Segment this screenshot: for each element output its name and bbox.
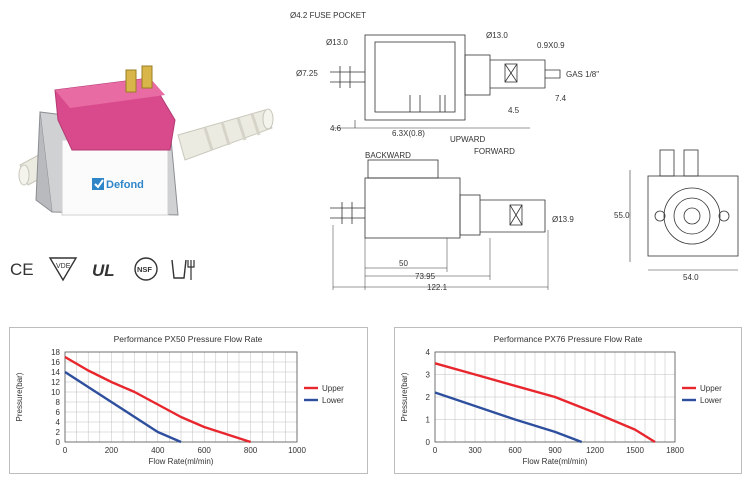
x-tick-label: 1500 [626,446,644,455]
dim-backward: BACKWARD [365,151,411,160]
plot-frame [434,351,676,443]
dim-d63: 6.3X(0.8) [392,129,425,138]
y-tick-label: 12 [51,378,60,387]
legend-label-lower: Lower [322,396,344,405]
terminal-right [141,65,153,89]
nsf-mark-icon: NSF [134,257,158,281]
chart-panel-px50: Performance PX50 Pressure Flow Rate 0 200 4… [9,327,368,474]
svg-text:VDE: VDE [56,263,71,270]
vde-mark-icon: VDE [48,257,78,282]
x-tick-label: 400 [151,446,165,455]
x-tick-label: 600 [198,446,212,455]
side-view-drawing [330,159,549,290]
y-tick-label: 14 [51,368,60,377]
y-tick-label: 4 [56,418,61,427]
ul-mark-icon: UL [92,261,115,280]
dim-d50: 50 [399,259,408,268]
dim-forward: FORWARD [474,147,515,156]
series-line-upper [64,355,251,444]
dim-d725: Ø7.25 [296,69,318,78]
end-view-drawing [629,149,739,271]
terminal-left [125,69,137,93]
dim-d13-right: Ø13.0 [486,31,508,40]
y-tick-label: 3 [426,371,431,380]
dim-fuse-pocket: Ø4.2 FUSE POCKET [290,11,366,20]
dim-gas: GAS 1/8" [566,70,599,79]
chart-title: Performance PX76 Pressure Flow Rate [494,334,643,344]
y-tick-label: 4 [426,348,431,357]
x-tick-label: 1000 [288,446,306,455]
y-axis-label: Pressure(bar) [15,372,24,421]
food-safe-icon [171,259,195,280]
dim-d13-left: Ø13.0 [326,38,348,47]
brand-name: Defond [106,179,144,191]
x-tick-label: 300 [468,446,482,455]
dim-d7395: 73.95 [415,272,436,281]
chart-px76: Performance PX76 Pressure Flow Rate 0 300 6… [400,334,722,466]
dim-upward: UPWARD [450,135,485,144]
y-tick-label: 2 [426,393,431,402]
series-line-lower [434,391,583,444]
svg-text:UL: UL [92,261,115,280]
legend-label-upper: Upper [700,384,722,393]
series-line-upper [434,362,656,444]
technical-drawings: Ø4.2 FUSE POCKET Ø13.0 Ø13.0 Ø7.25 0.9X0… [290,11,739,292]
y-tick-label: 0 [56,438,61,447]
x-tick-label: 0 [63,446,68,455]
coil-body [61,139,169,216]
x-axis-label: Flow Rate(ml/min) [149,457,214,466]
dim-d74: 7.4 [555,94,567,103]
dim-d1221: 122.1 [427,283,448,292]
y-tick-label: 6 [56,408,61,417]
dim-d09: 0.9X0.9 [537,41,565,50]
legend-label-lower: Lower [700,396,722,405]
dim-d46: 4.6 [330,124,342,133]
x-tick-label: 0 [433,446,438,455]
x-tick-label: 200 [105,446,119,455]
x-tick-label: 600 [508,446,522,455]
dim-d550: 55.0 [614,211,630,220]
y-tick-label: 18 [51,348,60,357]
dim-d45: 4.5 [508,106,520,115]
series-line-lower [64,370,182,444]
chart-px50: Performance PX50 Pressure Flow Rate 0 200 4… [15,334,344,466]
outlet-nozzle [177,108,274,161]
x-tick-label: 1200 [586,446,604,455]
y-axis-label: Pressure(bar) [400,372,409,421]
y-tick-label: 1 [426,416,431,425]
top-view-drawing [330,34,561,129]
product-photo: Defond [0,0,300,300]
dim-d139: Ø13.9 [552,215,574,224]
y-tick-label: 10 [51,388,60,397]
svg-text:NSF: NSF [137,265,152,274]
chart-panel-px76: Performance PX76 Pressure Flow Rate 0 300 6… [394,327,742,474]
x-tick-label: 1800 [666,446,684,455]
x-tick-label: 800 [244,446,258,455]
y-tick-label: 16 [51,358,60,367]
legend-label-upper: Upper [322,384,344,393]
ce-mark-icon: CE [10,260,34,279]
y-tick-label: 8 [56,398,61,407]
x-tick-label: 900 [548,446,562,455]
y-tick-label: 2 [56,428,61,437]
x-axis-label: Flow Rate(ml/min) [523,457,588,466]
brand-logo [92,178,104,190]
certification-icons: CE VDE UL NSF [0,252,210,286]
chart-title: Performance PX50 Pressure Flow Rate [114,334,263,344]
y-tick-label: 0 [426,438,431,447]
dim-d540: 54.0 [683,273,699,282]
